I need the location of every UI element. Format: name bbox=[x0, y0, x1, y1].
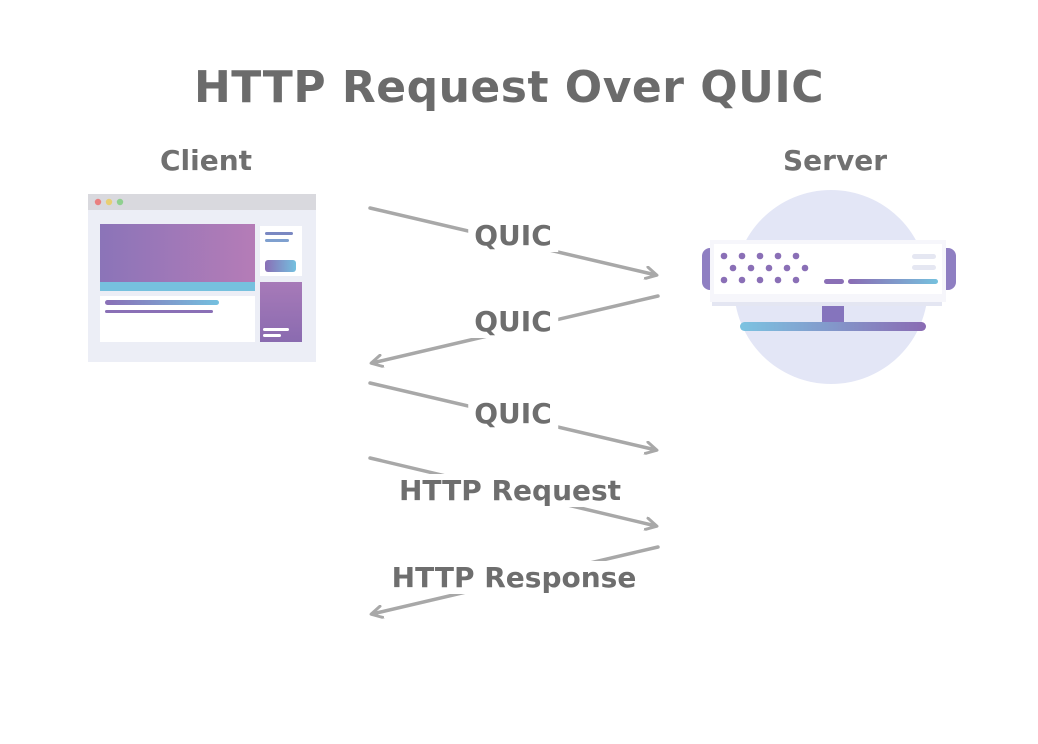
browser-window-icon bbox=[88, 194, 316, 362]
diagram-title: HTTP Request Over QUIC bbox=[193, 62, 825, 113]
server-label: Server bbox=[783, 144, 888, 177]
message-label-quic-2: QUIC bbox=[468, 305, 558, 338]
server-rack-icon bbox=[702, 190, 956, 384]
message-label-quic-3: QUIC bbox=[468, 397, 558, 430]
client-label: Client bbox=[160, 144, 253, 177]
message-label-http-response: HTTP Response bbox=[385, 561, 643, 594]
message-label-quic-1: QUIC bbox=[468, 219, 558, 252]
message-label-http-request: HTTP Request bbox=[392, 474, 628, 507]
